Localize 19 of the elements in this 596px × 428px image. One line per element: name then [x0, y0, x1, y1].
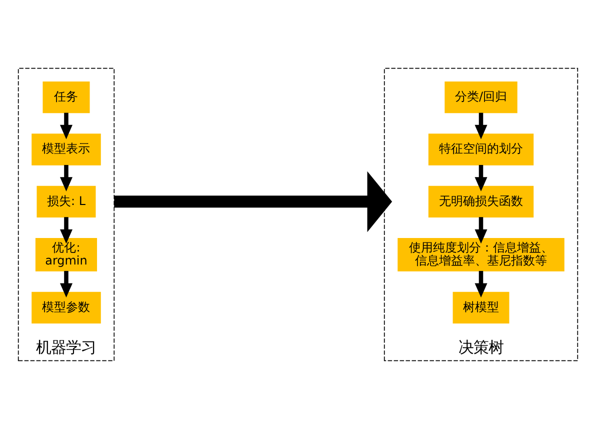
node-box: 损失: L — [36, 185, 96, 217]
node-box: 分类/回归 — [444, 81, 518, 113]
arrow — [60, 216, 72, 244]
node-box: 树模型 — [452, 291, 510, 324]
node-box: 优化: argmin — [35, 238, 98, 271]
node-box: 使用纯度划分：信息增益、信息增益率、基尼指数等 — [398, 238, 564, 271]
arrow — [60, 164, 72, 191]
arrow — [474, 270, 488, 297]
node-box: 任务 — [42, 81, 90, 113]
arrow — [474, 112, 488, 139]
arrow — [114, 170, 392, 232]
node-box: 模型参数 — [32, 291, 101, 324]
arrow — [60, 112, 72, 139]
arrow — [474, 164, 488, 191]
arrow — [474, 216, 488, 244]
node-box: 无明确损失函数 — [428, 185, 534, 217]
node-box: 模型表示 — [32, 133, 101, 165]
node-box: 特征空间的划分 — [428, 133, 534, 165]
arrow — [60, 270, 72, 297]
